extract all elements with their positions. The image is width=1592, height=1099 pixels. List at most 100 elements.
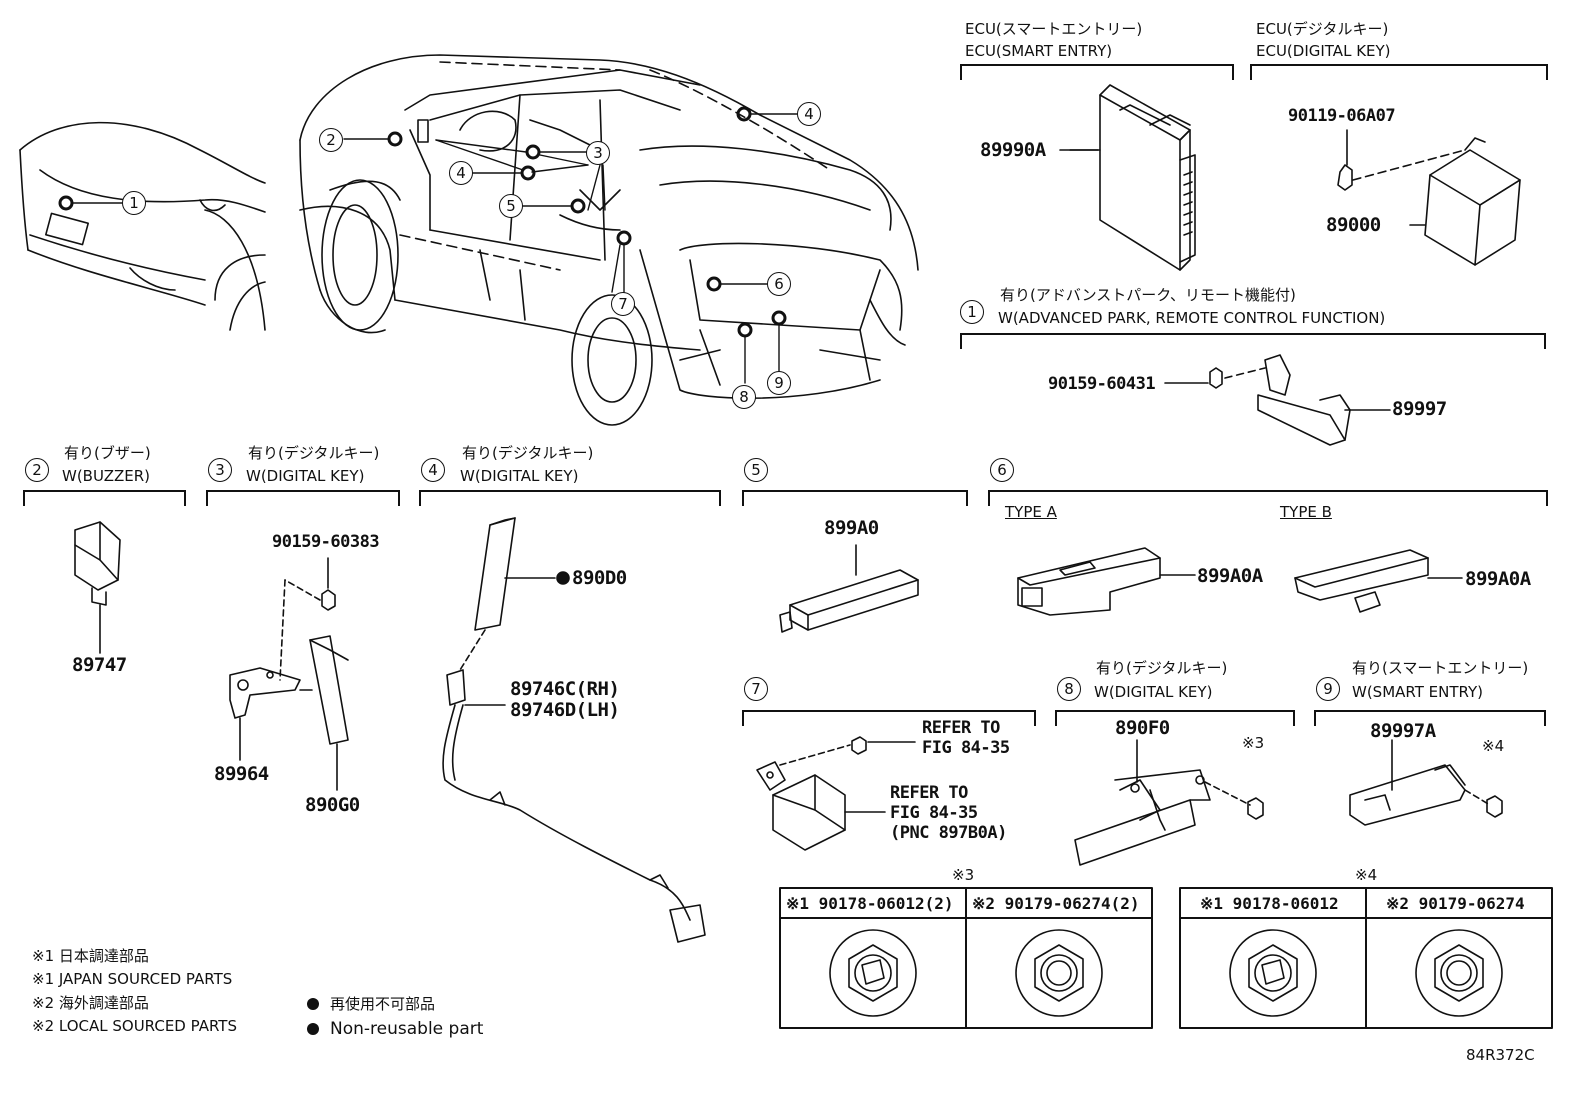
callout-9[interactable]: 9 (767, 371, 791, 395)
section3-jp: 有り(デジタルキー) (248, 444, 380, 462)
section2-bracket (23, 490, 186, 506)
section1-drawing (1164, 354, 1391, 446)
legend-local-sourced-jp: ※2 海外調達部品 (32, 994, 149, 1012)
pnc-ref[interactable]: (PNC 897B0A) (890, 823, 1007, 843)
section1-number: 1 (960, 300, 984, 324)
front-car-drawing (19, 121, 266, 331)
part-890F0[interactable]: 890F0 (1115, 717, 1170, 739)
section4-number: 4 (421, 458, 445, 482)
section9-jp: 有り(スマートエントリー) (1352, 659, 1529, 677)
section9-drawing (1349, 739, 1503, 826)
table4-mark: ※4 (1355, 866, 1378, 884)
section1-en: W(ADVANCED PARK, REMOTE CONTROL FUNCTION… (998, 309, 1386, 327)
callout-1[interactable]: 1 (122, 191, 146, 215)
section3-drawing (229, 557, 349, 791)
section1-jp: 有り(アドバンストパーク、リモート機能付) (1000, 286, 1296, 304)
section9-en: W(SMART ENTRY) (1352, 683, 1484, 701)
callout-leaders (72, 113, 798, 384)
part-899A0[interactable]: 899A0 (824, 517, 879, 539)
section9-mark: ※4 (1482, 737, 1505, 755)
section6-type-b: TYPE B (1280, 503, 1332, 521)
part-90159-60383[interactable]: 90159-60383 (272, 532, 380, 552)
ecu-digital-key-en: ECU(DIGITAL KEY) (1256, 42, 1391, 60)
section2-en: W(BUZZER) (62, 467, 150, 485)
section8-number: 8 (1057, 677, 1081, 701)
section9-number: 9 (1316, 677, 1340, 701)
callout-2[interactable]: 2 (319, 128, 343, 152)
figure-code: 84R372C (1466, 1046, 1535, 1064)
fig-ref-1[interactable]: FIG 84-35 (922, 738, 1010, 758)
ecu-smart-entry-bracket (960, 64, 1234, 80)
refer-to-2[interactable]: REFER TO (890, 783, 968, 803)
section2-number: 2 (25, 458, 49, 482)
section7-number: 7 (744, 677, 768, 701)
part-899A0A-type-a[interactable]: 899A0A (1197, 565, 1263, 587)
legend-japan-sourced-jp: ※1 日本調達部品 (32, 947, 149, 965)
part-899A0A-type-b[interactable]: 899A0A (1465, 568, 1531, 590)
section3-number: 3 (208, 458, 232, 482)
callout-3[interactable]: 3 (586, 141, 610, 165)
section9-bracket (1314, 710, 1546, 726)
fig-ref-2[interactable]: FIG 84-35 (890, 803, 978, 823)
section4-en: W(DIGITAL KEY) (460, 467, 579, 485)
section6-type-a: TYPE A (1005, 503, 1057, 521)
section6-drawing (1017, 547, 1463, 616)
callout-5[interactable]: 5 (499, 194, 523, 218)
section7-bracket (742, 710, 1036, 726)
section5-drawing (779, 544, 919, 633)
refer-to-1[interactable]: REFER TO (922, 718, 1000, 738)
callout-markers (58, 106, 787, 338)
section2-drawing (74, 521, 121, 654)
section3-bracket (206, 490, 400, 506)
ecu-smart-entry-jp: ECU(スマートエントリー) (965, 20, 1143, 38)
part-89997A[interactable]: 89997A (1370, 720, 1436, 742)
section4-bracket (419, 490, 721, 506)
callout-7[interactable]: 7 (611, 292, 635, 316)
part-890D0[interactable]: 890D0 (572, 567, 627, 589)
section8-bracket (1055, 710, 1295, 726)
callout-6[interactable]: 6 (767, 272, 791, 296)
section3-en: W(DIGITAL KEY) (246, 467, 365, 485)
legend-japan-sourced-en: ※1 JAPAN SOURCED PARTS (32, 970, 233, 988)
part-90119-06A07[interactable]: 90119-06A07 (1288, 106, 1396, 126)
table4-col1[interactable]: ※1 90178-06012 (1200, 894, 1339, 913)
table3-col2[interactable]: ※2 90179-06274(2) (972, 894, 1140, 913)
nut-tables (779, 887, 1553, 1029)
ecu-digital-key-drawing (1337, 129, 1521, 266)
main-car-drawing (299, 54, 919, 426)
callout-8[interactable]: 8 (732, 385, 756, 409)
section8-drawing (1074, 739, 1264, 866)
ecu-smart-entry-en: ECU(SMART ENTRY) (965, 42, 1113, 60)
section1-bracket (960, 333, 1546, 349)
legend-non-reusable-jp: 再使用不可部品 (330, 995, 436, 1013)
part-89964[interactable]: 89964 (214, 763, 269, 785)
section4-drawing (442, 517, 706, 943)
section6-bracket (988, 490, 1548, 506)
part-89990A[interactable]: 89990A (980, 139, 1046, 161)
legend-local-sourced-en: ※2 LOCAL SOURCED PARTS (32, 1017, 237, 1035)
section8-mark: ※3 (1242, 734, 1265, 752)
callout-4a[interactable]: 4 (449, 161, 473, 185)
part-89746D-LH[interactable]: 89746D(LH) (510, 699, 620, 721)
part-89747[interactable]: 89747 (72, 654, 127, 676)
legend-non-reusable-en: Non-reusable part (330, 1019, 484, 1039)
part-89746C-RH[interactable]: 89746C(RH) (510, 678, 620, 700)
section4-jp: 有り(デジタルキー) (462, 444, 594, 462)
ecu-digital-key-jp: ECU(デジタルキー) (1256, 20, 1389, 38)
table3-mark: ※3 (952, 866, 975, 884)
callout-4b[interactable]: 4 (797, 102, 821, 126)
table4-col2[interactable]: ※2 90179-06274 (1386, 894, 1525, 913)
part-89997[interactable]: 89997 (1392, 398, 1447, 420)
table3-col1[interactable]: ※1 90178-06012(2) (786, 894, 954, 913)
section5-number: 5 (744, 458, 768, 482)
section8-en: W(DIGITAL KEY) (1094, 683, 1213, 701)
part-890G0[interactable]: 890G0 (305, 794, 360, 816)
section6-number: 6 (990, 458, 1014, 482)
section8-jp: 有り(デジタルキー) (1096, 659, 1228, 677)
section2-jp: 有り(ブザー) (64, 444, 151, 462)
part-90159-60431[interactable]: 90159-60431 (1048, 374, 1156, 394)
part-89000[interactable]: 89000 (1326, 214, 1381, 236)
ecu-digital-key-bracket (1250, 64, 1548, 80)
ecu-smart-entry-drawing (1059, 84, 1196, 271)
